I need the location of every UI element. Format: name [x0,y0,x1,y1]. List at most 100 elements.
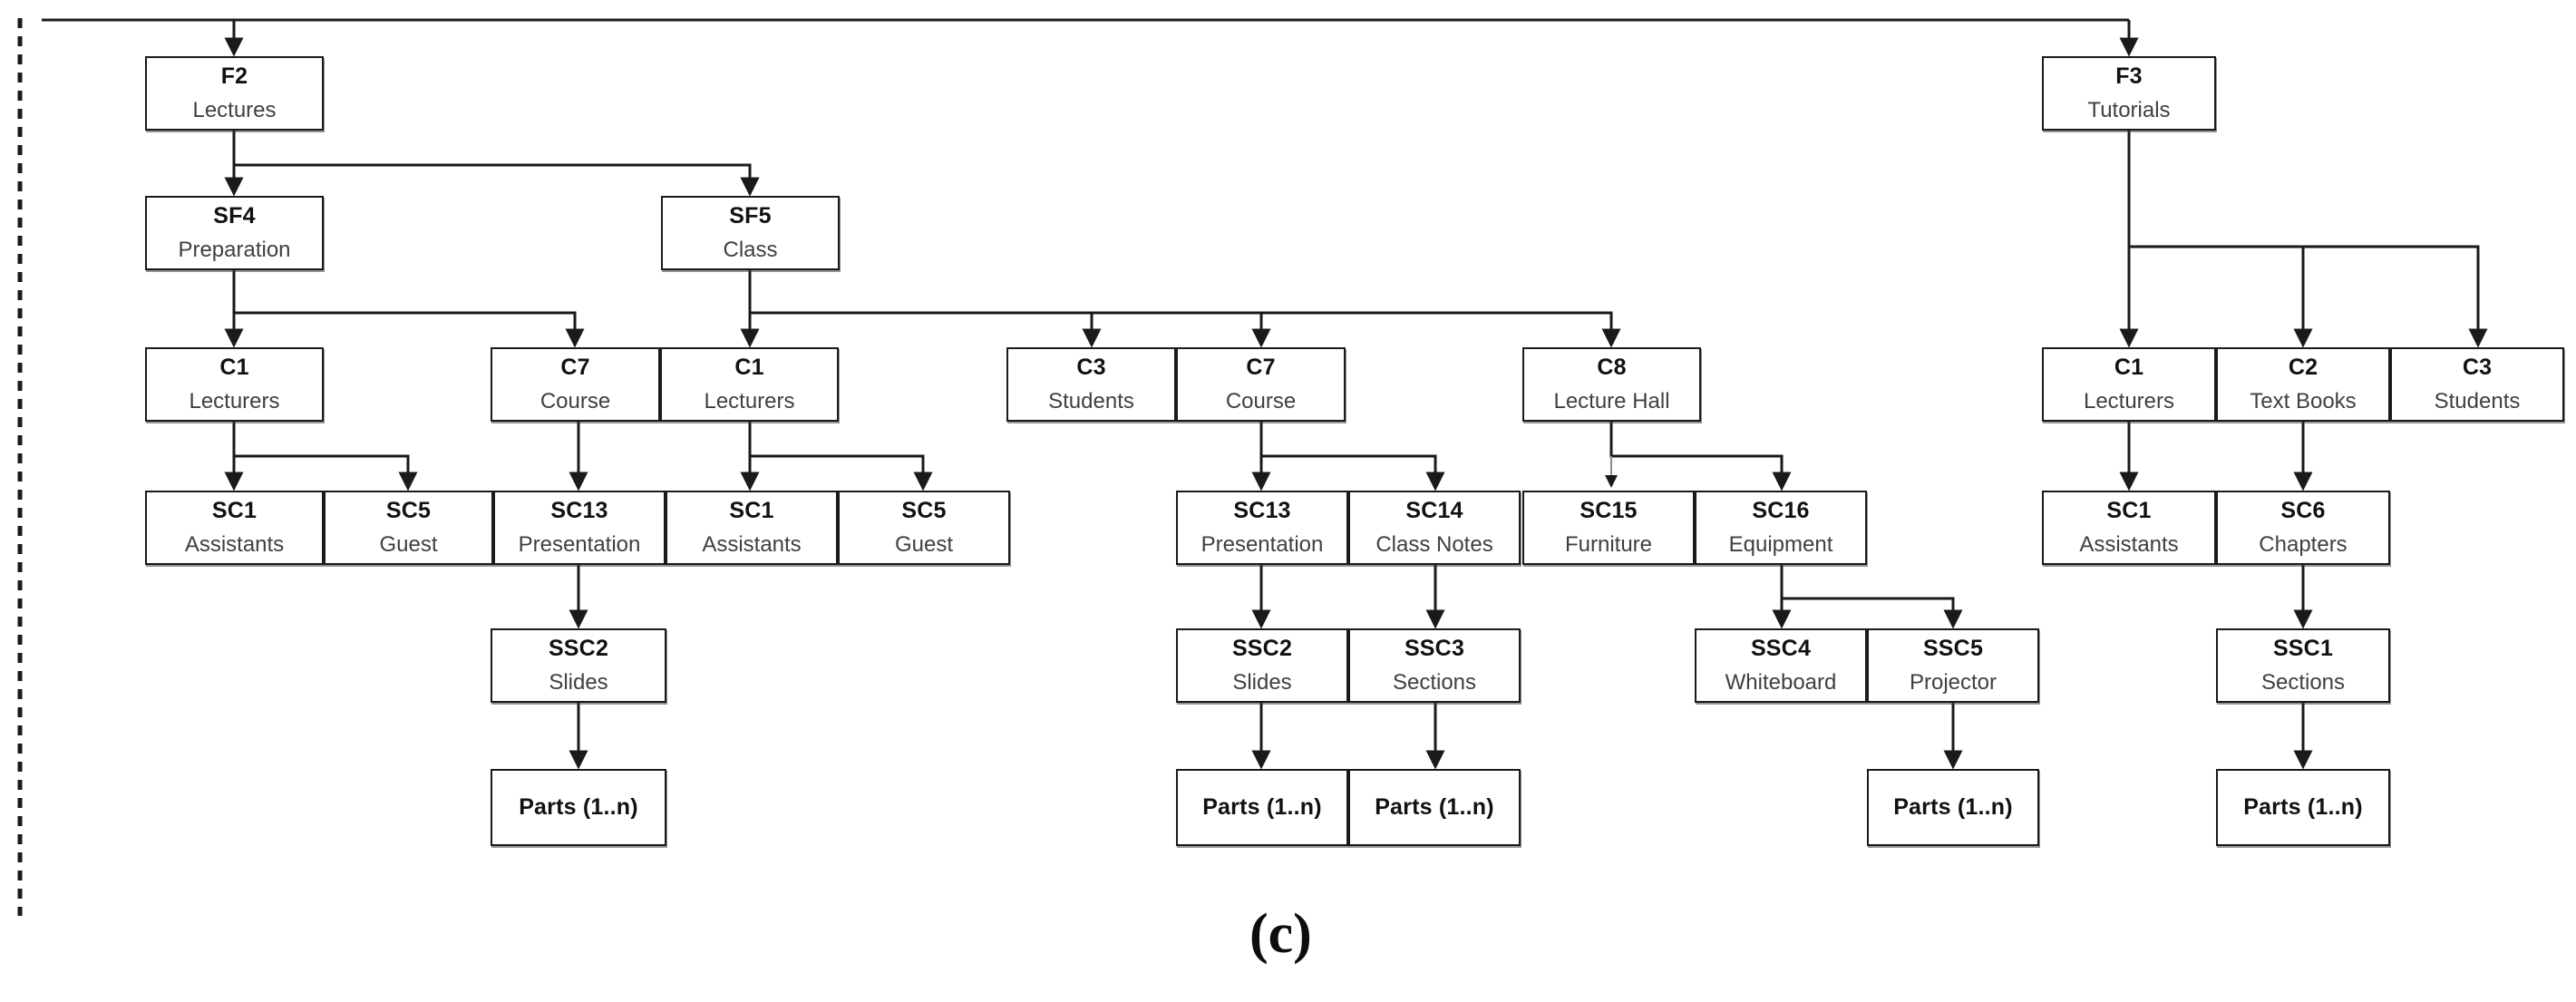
node-label: Class [723,238,778,263]
node-code: SC1 [2106,497,2152,523]
node-code: Parts (1..n) [519,793,638,820]
node-code: SC16 [1752,497,1810,523]
node-label: Assistants [702,532,802,558]
node-label: Text Books [2250,389,2357,414]
node-label: Slides [549,670,608,696]
node-code: SC14 [1405,497,1463,523]
edge-sc16-bus [1780,565,1955,619]
node-p3[interactable]: Parts (1..n) [1348,769,1521,846]
node-code: Parts (1..n) [1202,793,1322,820]
node-label: Students [2434,389,2521,414]
edge-sf4-bus [232,270,577,338]
node-label: Preparation [178,238,291,263]
node-code: F3 [2115,63,2143,89]
edge-f2-bus [232,131,752,187]
node-label: Tutorials [2087,98,2171,123]
edge-c7b-bus [1259,422,1437,482]
node-code: SSC3 [1404,635,1465,661]
node-label: Lectures [192,98,277,123]
node-code: SSC2 [548,635,609,661]
node-label: Lecture Hall [1553,389,1670,414]
node-label: Presentation [518,532,641,558]
node-p1[interactable]: Parts (1..n) [491,769,666,846]
node-code: SSC4 [1750,635,1812,661]
node-label: Lecturers [2083,389,2175,414]
node-p5[interactable]: Parts (1..n) [2216,769,2390,846]
node-code: C1 [734,354,764,380]
node-label: Presentation [1201,532,1324,558]
node-code: SF5 [729,202,772,229]
edge-c8-bus [1609,422,1784,482]
node-label: Lecturers [704,389,795,414]
node-code: SC13 [550,497,608,523]
node-code: SSC5 [1922,635,1984,661]
edge-c1b-bus [748,422,925,482]
node-label: Chapters [2259,532,2348,558]
edge-sf5-bus [748,270,1613,338]
node-label: Assistants [184,532,285,558]
node-label: Guest [894,532,954,558]
node-label: Equipment [1728,532,1833,558]
node-code: Parts (1..n) [1375,793,1494,820]
node-label: Course [1225,389,1297,414]
node-code: SC1 [211,497,258,523]
node-code: SSC2 [1231,635,1293,661]
node-label: Students [1048,389,1134,414]
node-code: SF4 [213,202,256,229]
node-code: Parts (1..n) [2243,793,2363,820]
node-code: C3 [1076,354,1106,380]
node-code: SSC1 [2272,635,2334,661]
node-label: Lecturers [189,389,280,414]
node-p4[interactable]: Parts (1..n) [1867,769,2039,846]
node-code: Parts (1..n) [1893,793,2013,820]
node-label: Sections [1392,670,1477,696]
node-label: Sections [2260,670,2346,696]
node-label: Furniture [1564,532,1653,558]
node-label: Course [540,389,611,414]
node-code: C1 [2114,354,2144,380]
node-code: SC5 [901,497,947,523]
node-label: Assistants [2079,532,2179,558]
node-p2[interactable]: Parts (1..n) [1176,769,1348,846]
node-code: C3 [2462,354,2493,380]
node-label: Projector [1909,670,1998,696]
node-code: F2 [220,63,248,89]
node-label: Guest [379,532,438,558]
node-label: Whiteboard [1725,670,1837,696]
node-code: SC15 [1580,497,1638,523]
node-code: C1 [219,354,249,380]
node-code: SC13 [1233,497,1291,523]
node-code: C7 [1246,354,1276,380]
